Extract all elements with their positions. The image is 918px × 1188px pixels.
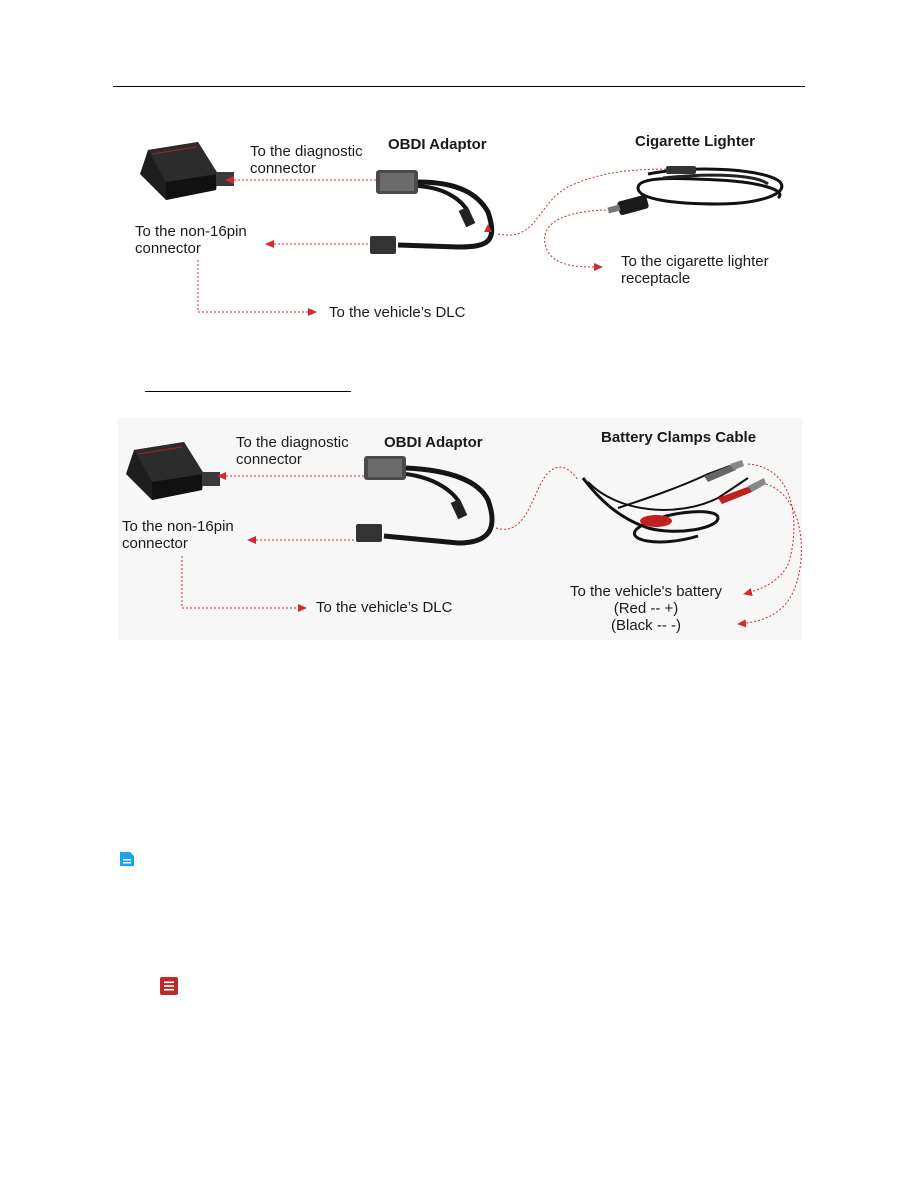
diagram-cigarette-lighter [140,142,784,316]
diagnostic-connector-device [140,142,234,200]
battery-clamps-cable [581,460,766,544]
obdi-adaptor-title: OBDI Adaptor [384,434,483,451]
label-to-non16pin-connector: To the non-16pin connector [122,518,234,552]
diagnostic-connector-device [126,442,220,500]
obdi-adaptor-title: OBDI Adaptor [388,136,487,153]
diagram-battery-clamps [126,442,802,628]
label-to-vehicle-battery: To the vehicle's battery (Red -- +) (Bla… [569,583,723,634]
note-icon [119,851,135,867]
figure-cigarette-lighter: OBDI Adaptor Cigarette Lighter To the di… [118,112,802,334]
label-to-diagnostic-connector: To the diagnostic connector [236,434,349,468]
label-to-lighter-receptacle: To the cigarette lighter receptacle [621,253,769,287]
obdi-adaptor [356,456,495,546]
obdi-adaptor [370,170,495,254]
cigarette-lighter-cable [607,166,784,215]
figure-battery-clamps: OBDI Adaptor Battery Clamps Cable To the… [118,418,802,640]
label-to-non16pin-connector: To the non-16pin connector [135,223,247,257]
cigarette-lighter-title: Cigarette Lighter [635,133,756,150]
label-to-diagnostic-connector: To the diagnostic connector [250,143,363,177]
battery-clamps-title: Battery Clamps Cable [601,429,757,446]
header-rule [113,86,805,87]
label-to-vehicle-dlc: To the vehicle’s DLC [329,304,466,321]
section-underline [145,391,351,392]
label-to-vehicle-dlc: To the vehicle’s DLC [316,599,453,616]
menu-icon[interactable] [160,977,178,995]
